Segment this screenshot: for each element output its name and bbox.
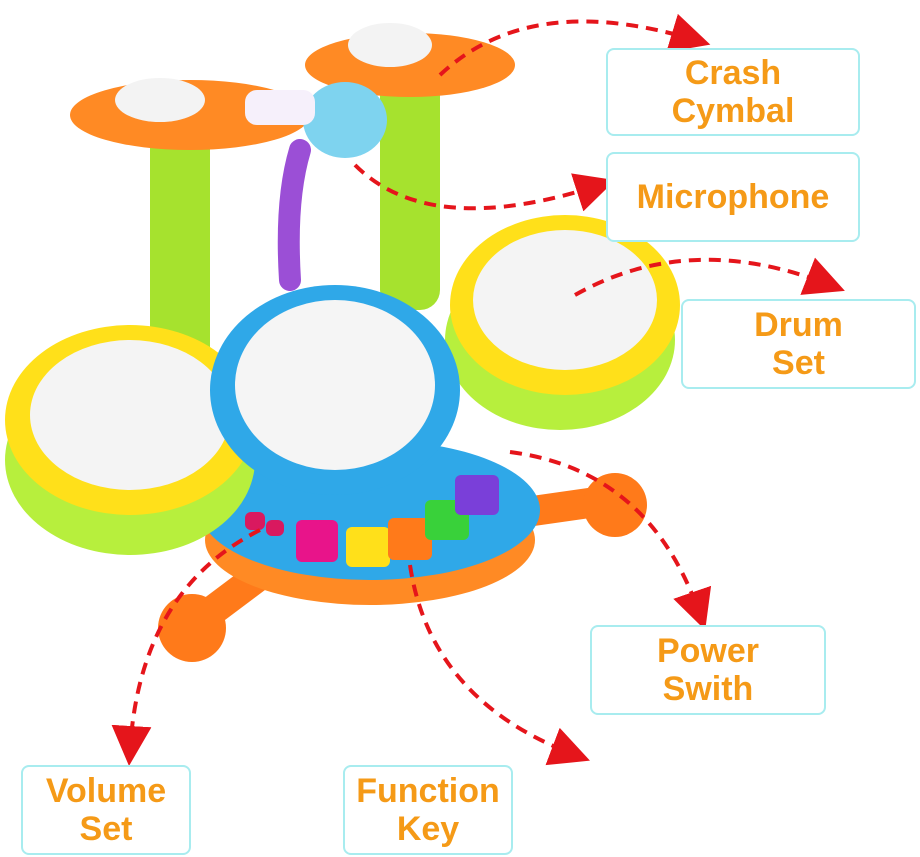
- label-line: Key: [396, 810, 460, 848]
- label-power-switch: Power Swith: [590, 625, 826, 715]
- label-line: Microphone: [636, 178, 830, 216]
- label-function-key: Function Key: [343, 765, 513, 855]
- label-microphone: Microphone: [606, 152, 860, 242]
- callout-arrows: [111, 13, 845, 766]
- microphone-part: [245, 82, 387, 291]
- left-drum: [5, 325, 255, 555]
- label-line: Function: [356, 772, 500, 810]
- function-keys: [245, 475, 499, 567]
- right-cymbal: [305, 23, 515, 97]
- label-volume-set: Volume Set: [21, 765, 191, 855]
- label-line: Volume: [45, 772, 167, 810]
- label-line: Swith: [662, 670, 754, 708]
- right-post: [380, 70, 440, 310]
- label-crash-cymbal: Crash Cymbal: [606, 48, 860, 136]
- label-line: Set: [772, 344, 825, 382]
- label-line: Cymbal: [671, 92, 795, 130]
- left-post: [150, 120, 210, 370]
- label-line: Crash: [684, 54, 782, 92]
- label-line: Set: [79, 810, 133, 848]
- label-line: Drum: [754, 306, 843, 344]
- right-drum: [445, 215, 680, 430]
- label-drum-set: Drum Set: [681, 299, 916, 389]
- label-line: Power: [656, 632, 760, 670]
- center-drum: [210, 285, 460, 495]
